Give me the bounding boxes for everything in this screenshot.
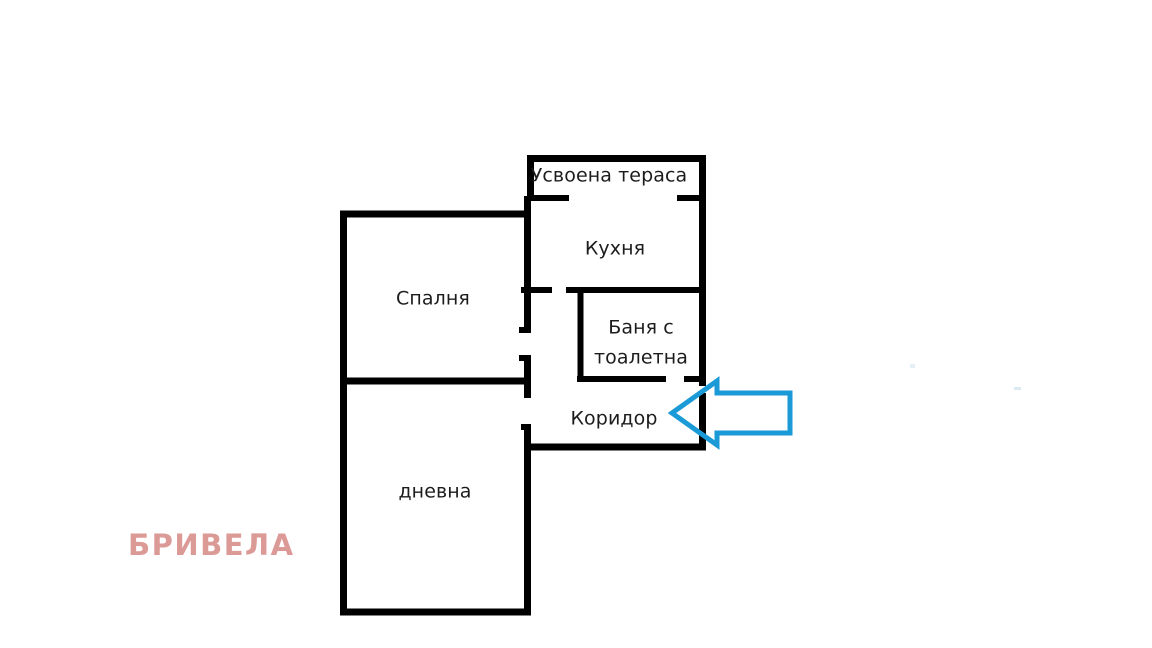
room-label-living: дневна — [398, 481, 471, 503]
watermark-brivela: БРИВЕЛА — [128, 528, 295, 562]
faint-artifacts-group — [910, 364, 1021, 390]
faint-mark-right — [1014, 387, 1021, 390]
room-label-terrace: Усвоена тераса — [531, 165, 688, 187]
room-labels-group: Усвоена тераса Кухня Спалня Баня с тоале… — [396, 165, 688, 503]
annotation-arrow-group — [667, 376, 793, 450]
faint-mark-left — [910, 364, 915, 368]
room-label-bathroom-line2: тоалетна — [594, 347, 688, 369]
room-label-bathroom-line1: Баня с — [608, 317, 674, 339]
room-label-kitchen: Кухня — [585, 238, 645, 260]
pointer-arrow-icon — [667, 376, 793, 450]
room-label-bedroom: Спалня — [396, 288, 470, 310]
walls-group — [340, 155, 706, 616]
room-label-corridor: Коридор — [570, 408, 657, 430]
